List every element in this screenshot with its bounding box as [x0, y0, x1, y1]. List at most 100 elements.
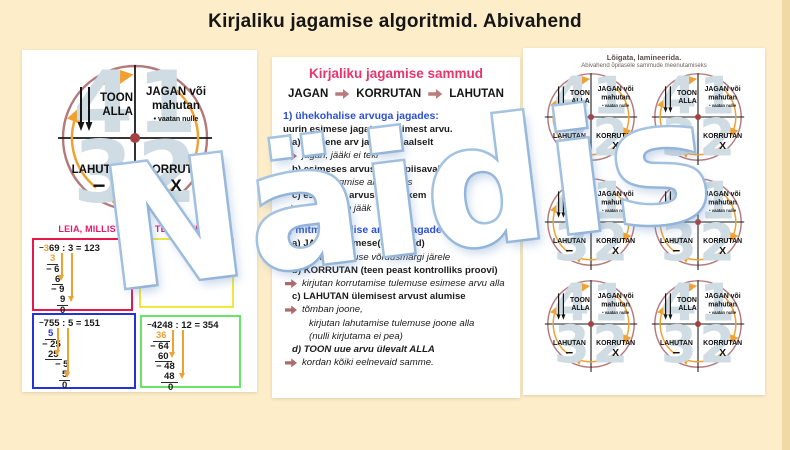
step-text: uurin esimese jagatava esimest arvu.	[283, 124, 453, 135]
step-text: kordan kõiki eelnevaid samme.	[302, 357, 434, 369]
multiply-symbol: X	[719, 346, 727, 358]
wheel-bullet-vaatan-nulle: • vaatan nulle	[709, 103, 737, 108]
wheel-graphic	[651, 178, 745, 270]
division-work-line: 5	[59, 370, 71, 381]
step-text: c) LAHUTAN ülemisest arvust alumise	[292, 291, 466, 303]
wheel-step-number: 1	[592, 66, 629, 126]
flow-arrow-icon	[428, 89, 443, 99]
step-text: c) esimeses arvus on rohkem	[292, 190, 427, 202]
section-heading: 1) ühekohalise arvuga jagades:	[283, 110, 439, 122]
double-down-arrows-icon	[663, 191, 673, 218]
wheel-bullet-vaatan-nulle: • vaatan nulle	[153, 116, 199, 123]
step-line: kordan kõiki eelnevaid samme.	[285, 356, 510, 369]
wheel-bullet-vaatan-nulle: • vaatan nulle	[602, 103, 630, 108]
step-line: a) JAGAN esimese(d) arvu(d)	[292, 237, 510, 250]
multiply-symbol: X	[612, 244, 620, 256]
step-line: tõmban joone,	[285, 303, 510, 316]
minus-symbol: −	[672, 242, 681, 258]
step-line: kirjutan lahutamise tulemuse joone alla	[309, 317, 510, 330]
page-title: Kirjaliku jagamise algoritmid. Abivahend	[208, 11, 582, 32]
wheel-quadrant-lahutan: LAHUTAN−	[548, 238, 591, 258]
step-text: tõmban joone,	[302, 304, 363, 316]
step-arrow-icon	[285, 279, 297, 289]
step-line: jagan, jääki ei teki	[285, 149, 510, 162]
step-line: jagan, tekib jääk	[285, 202, 510, 215]
multiply-symbol: X	[612, 346, 620, 358]
section-heading: 2) mitmekohalise arvuga jagades: LAHUTAN	[283, 224, 504, 237]
division-work-line: 9	[57, 295, 69, 306]
wheel-graphic	[58, 64, 212, 218]
find-type-heading: LEIA, MILLIST TÜÜPI TEHE SUL ON!	[58, 224, 221, 234]
bring-down-arrow	[169, 330, 176, 358]
wheel-step-number: 3	[660, 213, 697, 273]
double-down-arrows-icon	[556, 191, 566, 218]
wheel-bullet-vaatan-nulle: • vaatan nulle	[709, 310, 737, 315]
wheel-step-number: 3	[660, 315, 697, 375]
wheel-step-number: 3	[553, 315, 590, 375]
division-work-line: 0	[60, 304, 66, 316]
step-line: kirjutan vastuse võrdusmärgi järele	[285, 251, 510, 264]
wheel-bullet-vaatan-nulle: • vaatan nulle	[602, 208, 630, 213]
step-line: c) LAHUTAN ülemisest arvust alumise	[292, 290, 510, 303]
step-text: võtan järgmise arvu lisaks	[302, 176, 413, 188]
division-work-line: 25	[45, 349, 62, 361]
wheel-step-number: 2	[699, 315, 736, 375]
multiply-symbol: X	[719, 244, 727, 256]
double-down-arrows-icon	[663, 86, 673, 113]
step-arrow-icon	[285, 252, 297, 262]
slide-right-edge	[782, 0, 790, 450]
step-line: uurin esimese jagatava esimest arvu.	[283, 123, 510, 136]
wheel-step-number: 1	[592, 273, 629, 333]
wheel-graphic	[544, 280, 638, 372]
division-equation: −755 : 5 = 151	[39, 318, 100, 329]
multiply-symbol: X	[170, 175, 182, 195]
step-text: kirjutan lahutamise tulemuse joone alla	[309, 317, 475, 329]
division-equation: −4248 : 12 = 354	[147, 320, 219, 331]
division-work-line: 36	[153, 331, 170, 342]
division-work-line: 3	[47, 254, 59, 265]
steps-title: Kirjaliku jagamise sammud	[308, 66, 484, 81]
wheel-quadrant-lahutan: LAHUTAN−	[655, 238, 698, 258]
step-text: d) TOON uue arvu ülevalt ALLA	[292, 344, 435, 356]
division-work-line: − 25	[42, 338, 61, 350]
flow-word: KORRUTAN	[356, 88, 422, 100]
step-text: b) esimeses arvus ei ole piisavalt	[292, 163, 444, 175]
flow-word: JAGAN	[288, 88, 329, 100]
minus-symbol: −	[565, 242, 574, 258]
wheel-step-number: 1	[699, 66, 736, 126]
division-work-line: − 6	[46, 263, 60, 275]
bring-down-arrow	[68, 253, 75, 302]
multiply-symbol: X	[612, 139, 620, 151]
step-text: jagan, tekib jääk	[302, 203, 372, 215]
wheel-step-number: 2	[592, 108, 629, 168]
wheel-quadrant-lahutan: LAHUTAN−	[548, 133, 591, 152]
example-covered-by-watermark	[139, 238, 234, 308]
